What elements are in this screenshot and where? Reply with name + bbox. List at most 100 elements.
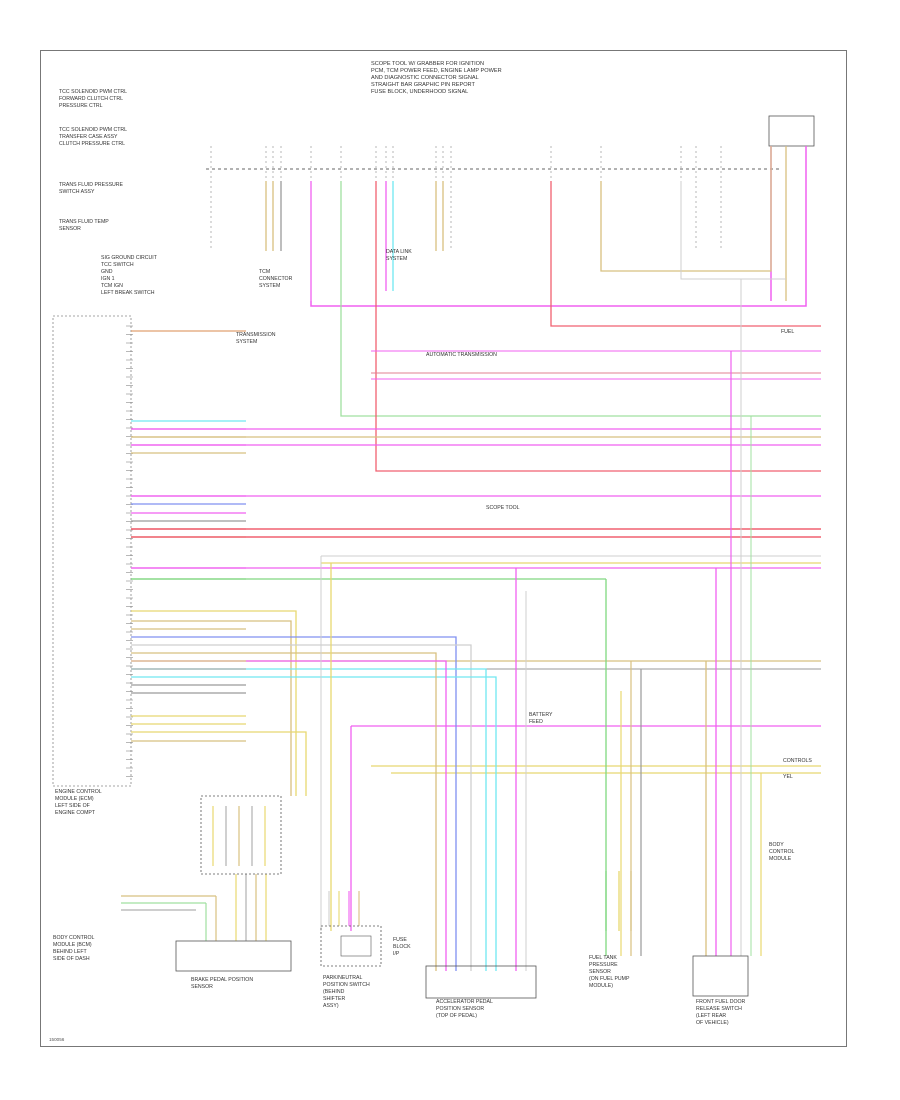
ecm-label-line: MODULE (ECM) [55, 796, 94, 802]
fuel-tank-pressure-label-line: SENSOR [589, 969, 611, 975]
fuel-door-switch-label-line: OF VEHICLE) [696, 1020, 729, 1026]
mid-label-2-line: CONNECTOR [259, 276, 293, 282]
wire [246, 660, 447, 971]
accelerator-pedal-sensor-label-line: ACCELERATOR PEDAL [436, 999, 493, 1005]
wire [246, 620, 292, 796]
mid-label-3-line: SYSTEM [386, 256, 407, 262]
left-note-1-line: PRESSURE CTRL [59, 103, 103, 109]
wire [375, 181, 821, 472]
header-line-1: SCOPE TOOL W/ GRABBER FOR IGNITION [371, 61, 484, 67]
wiring-diagram: SCOPE TOOL W/ GRABBER FOR IGNITION PCM, … [49, 61, 821, 1042]
fuel-door-switch-label-line: (LEFT REAR [696, 1013, 726, 1019]
park-neutral-switch-label-line: (BEHIND [323, 989, 345, 995]
upper-left-block-line: SIG GROUND CIRCUIT [101, 255, 158, 261]
mid-label-2-line: TCM [259, 269, 270, 275]
header-line-4: STRAIGHT BAR GRAPHIC PIN REPORT [371, 82, 475, 88]
fuel-tank-pressure-label-line: MODULE) [589, 983, 613, 989]
fuel-tank-pressure-label-line: (ON FUEL PUMP [589, 976, 630, 982]
wire [246, 610, 297, 796]
park-neutral-switch-inner [340, 935, 372, 957]
accelerator-pedal-sensor-label-line: (TOP OF PEDAL) [436, 1013, 477, 1019]
fuel-door-switch-label-line: FRONT FUEL DOOR [696, 999, 746, 1005]
right-label-2-line: BODY [769, 842, 784, 848]
bcm-label-line: SIDE OF DASH [53, 956, 90, 962]
ecm-pins [126, 325, 133, 777]
right-label-1: FUEL [781, 329, 794, 335]
upper-left-block-line: TCM IGN [101, 283, 123, 289]
mid-label-4: AUTOMATIC TRANSMISSION [426, 352, 497, 358]
fuel-tank-pressure-label-line: FUEL TANK [589, 955, 617, 961]
upper-left-block-line: TCC SWITCH [101, 262, 134, 268]
fuel-door-switch-label-line: RELEASE SWITCH [696, 1006, 742, 1012]
fuel-tank-pressure-label-line: PRESSURE [589, 962, 618, 968]
left-note-4-line: TRANS FLUID TEMP [59, 219, 109, 225]
right-label-2-line: CONTROL [769, 849, 794, 855]
mid-connector-module [200, 795, 282, 875]
bcm-label-line: BODY CONTROL [53, 935, 95, 941]
right-label-4-line: CONTROLS [783, 758, 812, 764]
fuel-door-switch-box [692, 955, 749, 997]
mid-label-3-line: DATA LINK [386, 249, 412, 255]
brake-pedal-sensor-label-line: SENSOR [191, 984, 213, 990]
park-neutral-switch-box [320, 925, 382, 967]
wire [340, 181, 821, 417]
right-label-4: CONTROLS [783, 758, 812, 764]
upper-left-block-line: IGN 1 [101, 276, 115, 282]
wire [246, 731, 307, 796]
left-note-2-line: TRANSFER CASE ASSY [59, 134, 118, 140]
left-note-1-line: FORWARD CLUTCH CTRL [59, 96, 123, 102]
right-label-5: YEL [783, 774, 793, 780]
right-label-2-line: MODULE [769, 856, 792, 862]
mid-label-5: SCOPE TOOL [486, 505, 520, 511]
upper-left-block-line: LEFT BREAK SWITCH [101, 290, 155, 296]
top-right-module [768, 115, 815, 147]
right-label-3-line: BATTERY [529, 712, 553, 718]
wire [550, 181, 821, 327]
park-neutral-switch-label-line: PARK/NEUTRAL [323, 975, 363, 981]
footer-code: 150056 [49, 1037, 65, 1042]
wire [246, 668, 487, 971]
ecm-label-line: LEFT SIDE OF [55, 803, 90, 809]
bcm-label-line: MODULE (BCM) [53, 942, 92, 948]
accelerator-pedal-sensor-box [425, 965, 537, 999]
brake-pedal-sensor-box [175, 940, 292, 972]
mid-label-2-line: SYSTEM [259, 283, 280, 289]
brake-pedal-sensor-label-line: BRAKE PEDAL POSITION [191, 977, 253, 983]
right-label-5-line: YEL [783, 774, 793, 780]
wire [246, 676, 497, 971]
ecm-box [52, 315, 132, 787]
mid-label-1-line: SYSTEM [236, 339, 257, 345]
header-line-2: PCM, TCM POWER FEED, ENGINE LAMP POWER [371, 68, 502, 74]
fuse-block-label-line: I/P [393, 951, 400, 957]
ecm-label-line: ENGINE CONTROL [55, 789, 102, 795]
bcm-label-line: BEHIND LEFT [53, 949, 88, 955]
right-label-1-line: FUEL [781, 329, 794, 335]
header-line-5: FUSE BLOCK, UNDERHOOD SIGNAL [371, 89, 468, 95]
header-block: SCOPE TOOL W/ GRABBER FOR IGNITION PCM, … [371, 61, 502, 95]
fuse-block-label-line: BLOCK [393, 944, 411, 950]
park-neutral-switch-label-line: ASSY) [323, 1003, 339, 1009]
upper-left-block-line: GND [101, 269, 113, 275]
right-label-3-line: FEED [529, 719, 543, 725]
wire [680, 181, 786, 280]
left-note-1-line: TCC SOLENOID PWM CTRL [59, 89, 127, 95]
header-line-3: AND DIAGNOSTIC CONNECTOR SIGNAL [371, 75, 479, 81]
left-note-3-line: SWITCH ASSY [59, 189, 95, 195]
wire [246, 636, 457, 971]
